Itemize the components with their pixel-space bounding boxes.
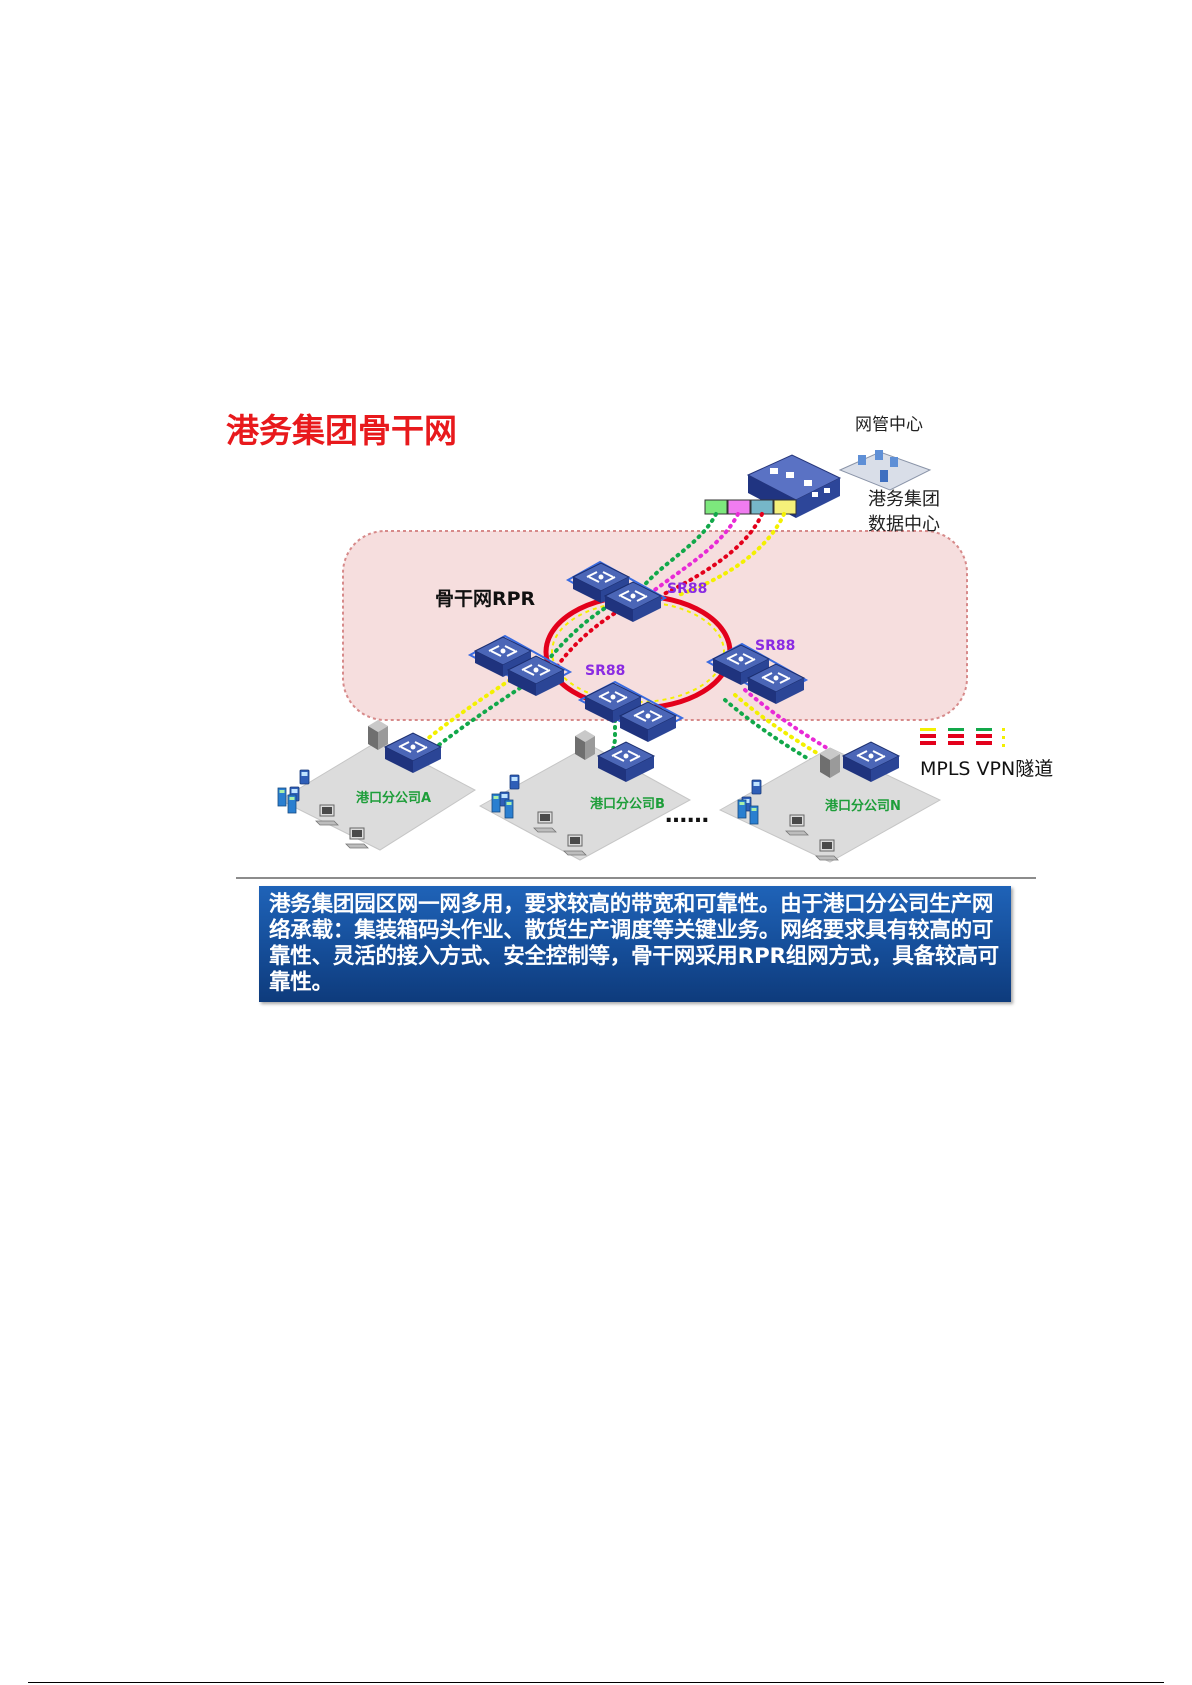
- server-icon: [368, 720, 388, 750]
- server-icon: [575, 730, 595, 760]
- nms-center-label: 网管中心: [855, 415, 923, 435]
- server-icon: [820, 748, 840, 778]
- backbone-region: [343, 531, 967, 720]
- diagram-title: 港务集团骨干网: [226, 411, 457, 450]
- phone-icon: [752, 780, 761, 794]
- workstation-icon: [750, 806, 758, 824]
- page-bottom-rule: [28, 1682, 1164, 1683]
- data-center-label-1: 港务集团: [868, 489, 940, 510]
- branch-ellipsis: ……: [665, 803, 709, 828]
- port-magenta: [728, 500, 750, 514]
- legend-swatches: [920, 728, 1005, 747]
- port-yellow: [774, 500, 796, 514]
- description-text: 港务集团园区网一网多用，要求较高的带宽和可靠性。由于港口分公司生产网络承载：集装…: [269, 892, 999, 996]
- workstation-icon: [505, 800, 513, 818]
- branch-n-label: 港口分公司N: [825, 798, 901, 814]
- branch-a-label: 港口分公司A: [356, 790, 431, 806]
- port-cyan: [751, 500, 773, 514]
- sr88-label-left: SR88: [585, 663, 625, 679]
- phone-icon: [300, 770, 309, 784]
- branch-b-label: 港口分公司B: [590, 796, 665, 812]
- branch-b: [480, 730, 690, 860]
- sr88-label-right: SR88: [755, 638, 795, 654]
- legend-label: MPLS VPN隧道: [920, 758, 1053, 780]
- phone-icon: [510, 775, 519, 789]
- description-box: 港务集团园区网一网多用，要求较高的带宽和可靠性。由于港口分公司生产网络承载：集装…: [259, 886, 1011, 1002]
- workstation-icon: [288, 795, 296, 813]
- sr88-label-top: SR88: [667, 581, 707, 597]
- workstation-icon: [278, 788, 286, 806]
- rpr-label: 骨干网RPR: [435, 588, 536, 610]
- port-green: [705, 500, 727, 514]
- interface-ports: [705, 500, 796, 514]
- workstation-icon: [492, 794, 500, 812]
- workstation-icon: [738, 800, 746, 818]
- data-center-label-2: 数据中心: [868, 514, 940, 535]
- nms-icon: [840, 450, 930, 490]
